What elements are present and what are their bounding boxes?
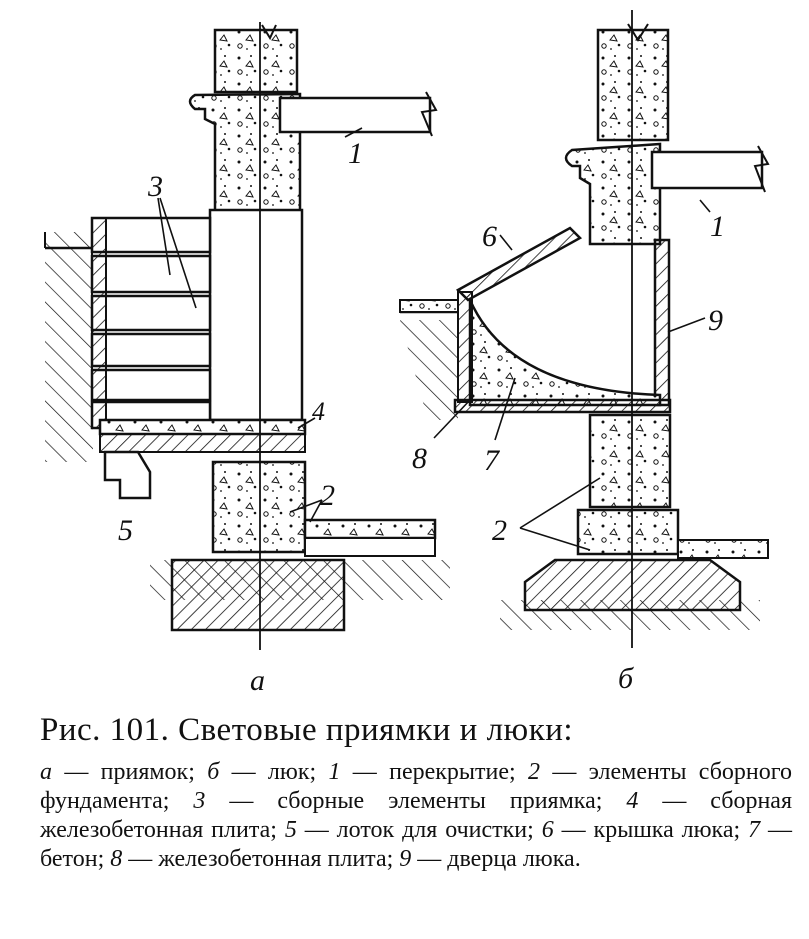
callout-8: 8 [412, 442, 427, 475]
technical-drawing: 1 3 4 2 5 а [44, 10, 770, 697]
legend-item: 9 — дверца люка. [399, 846, 581, 872]
callout-1-a: 1 [348, 137, 363, 170]
legend-item: а — приямок; [40, 759, 208, 785]
hatch-drawing: 1 6 9 8 7 2 б [399, 10, 770, 695]
concrete-fill [468, 299, 662, 407]
upper-wall-block-b [596, 28, 670, 142]
callout-9: 9 [708, 304, 723, 337]
callout-2-b: 2 [492, 514, 507, 547]
legend-item: 6 — крышка люка; [541, 817, 749, 843]
callout-1-b: 1 [710, 210, 725, 243]
floor-slab [278, 96, 432, 134]
figure-legend: а — приямок; б — люк; 1 — перекрытие; 2 … [40, 758, 792, 874]
foundation-block-b2 [576, 508, 680, 556]
ground-left [45, 232, 93, 462]
reinforced-slab [453, 398, 672, 414]
callout-7: 7 [484, 444, 501, 477]
callout-5: 5 [118, 514, 133, 547]
hatch-door [653, 238, 671, 407]
legend-item: 2 — элементы сборного фундамента; [40, 759, 793, 814]
legend-item: б — люк; [207, 759, 329, 785]
callout-3: 3 [147, 170, 163, 203]
foundation-block [211, 460, 307, 554]
figure-caption-title: Рис. 101. Световые приямки и люки: [40, 712, 574, 748]
upper-wall-block [213, 28, 299, 94]
legend-item: 8 — железобетонная плита; [110, 846, 400, 872]
legend-item: 5 — лоток для очистки; [284, 817, 542, 843]
legend-item: 7 — бетон; [40, 817, 792, 872]
foundation-footing [170, 558, 346, 632]
floor-slab-b [650, 150, 764, 190]
hatch-lid [455, 226, 583, 302]
legend-item: 3 — сборные элементы приямка; [193, 788, 627, 814]
part-label-b: б [618, 662, 634, 695]
callout-2-a: 2 [320, 479, 335, 512]
basement-window-opening [208, 208, 304, 422]
legend-item: 4 — сборная железобетонная плита; [40, 788, 792, 843]
callout-4: 4 [312, 397, 325, 426]
pit-elements [90, 216, 212, 430]
foundation-block-b [588, 413, 672, 509]
part-label-a: а [250, 664, 265, 697]
callout-6: 6 [482, 220, 497, 253]
wall-cornice-b [564, 142, 662, 246]
pit-drawing: 1 3 4 2 5 а [44, 22, 450, 697]
floor-on-ground [303, 518, 437, 540]
legend-item: 1 — перекрытие; [328, 759, 529, 785]
precast-slab [98, 418, 307, 436]
drain-trough [103, 450, 152, 500]
